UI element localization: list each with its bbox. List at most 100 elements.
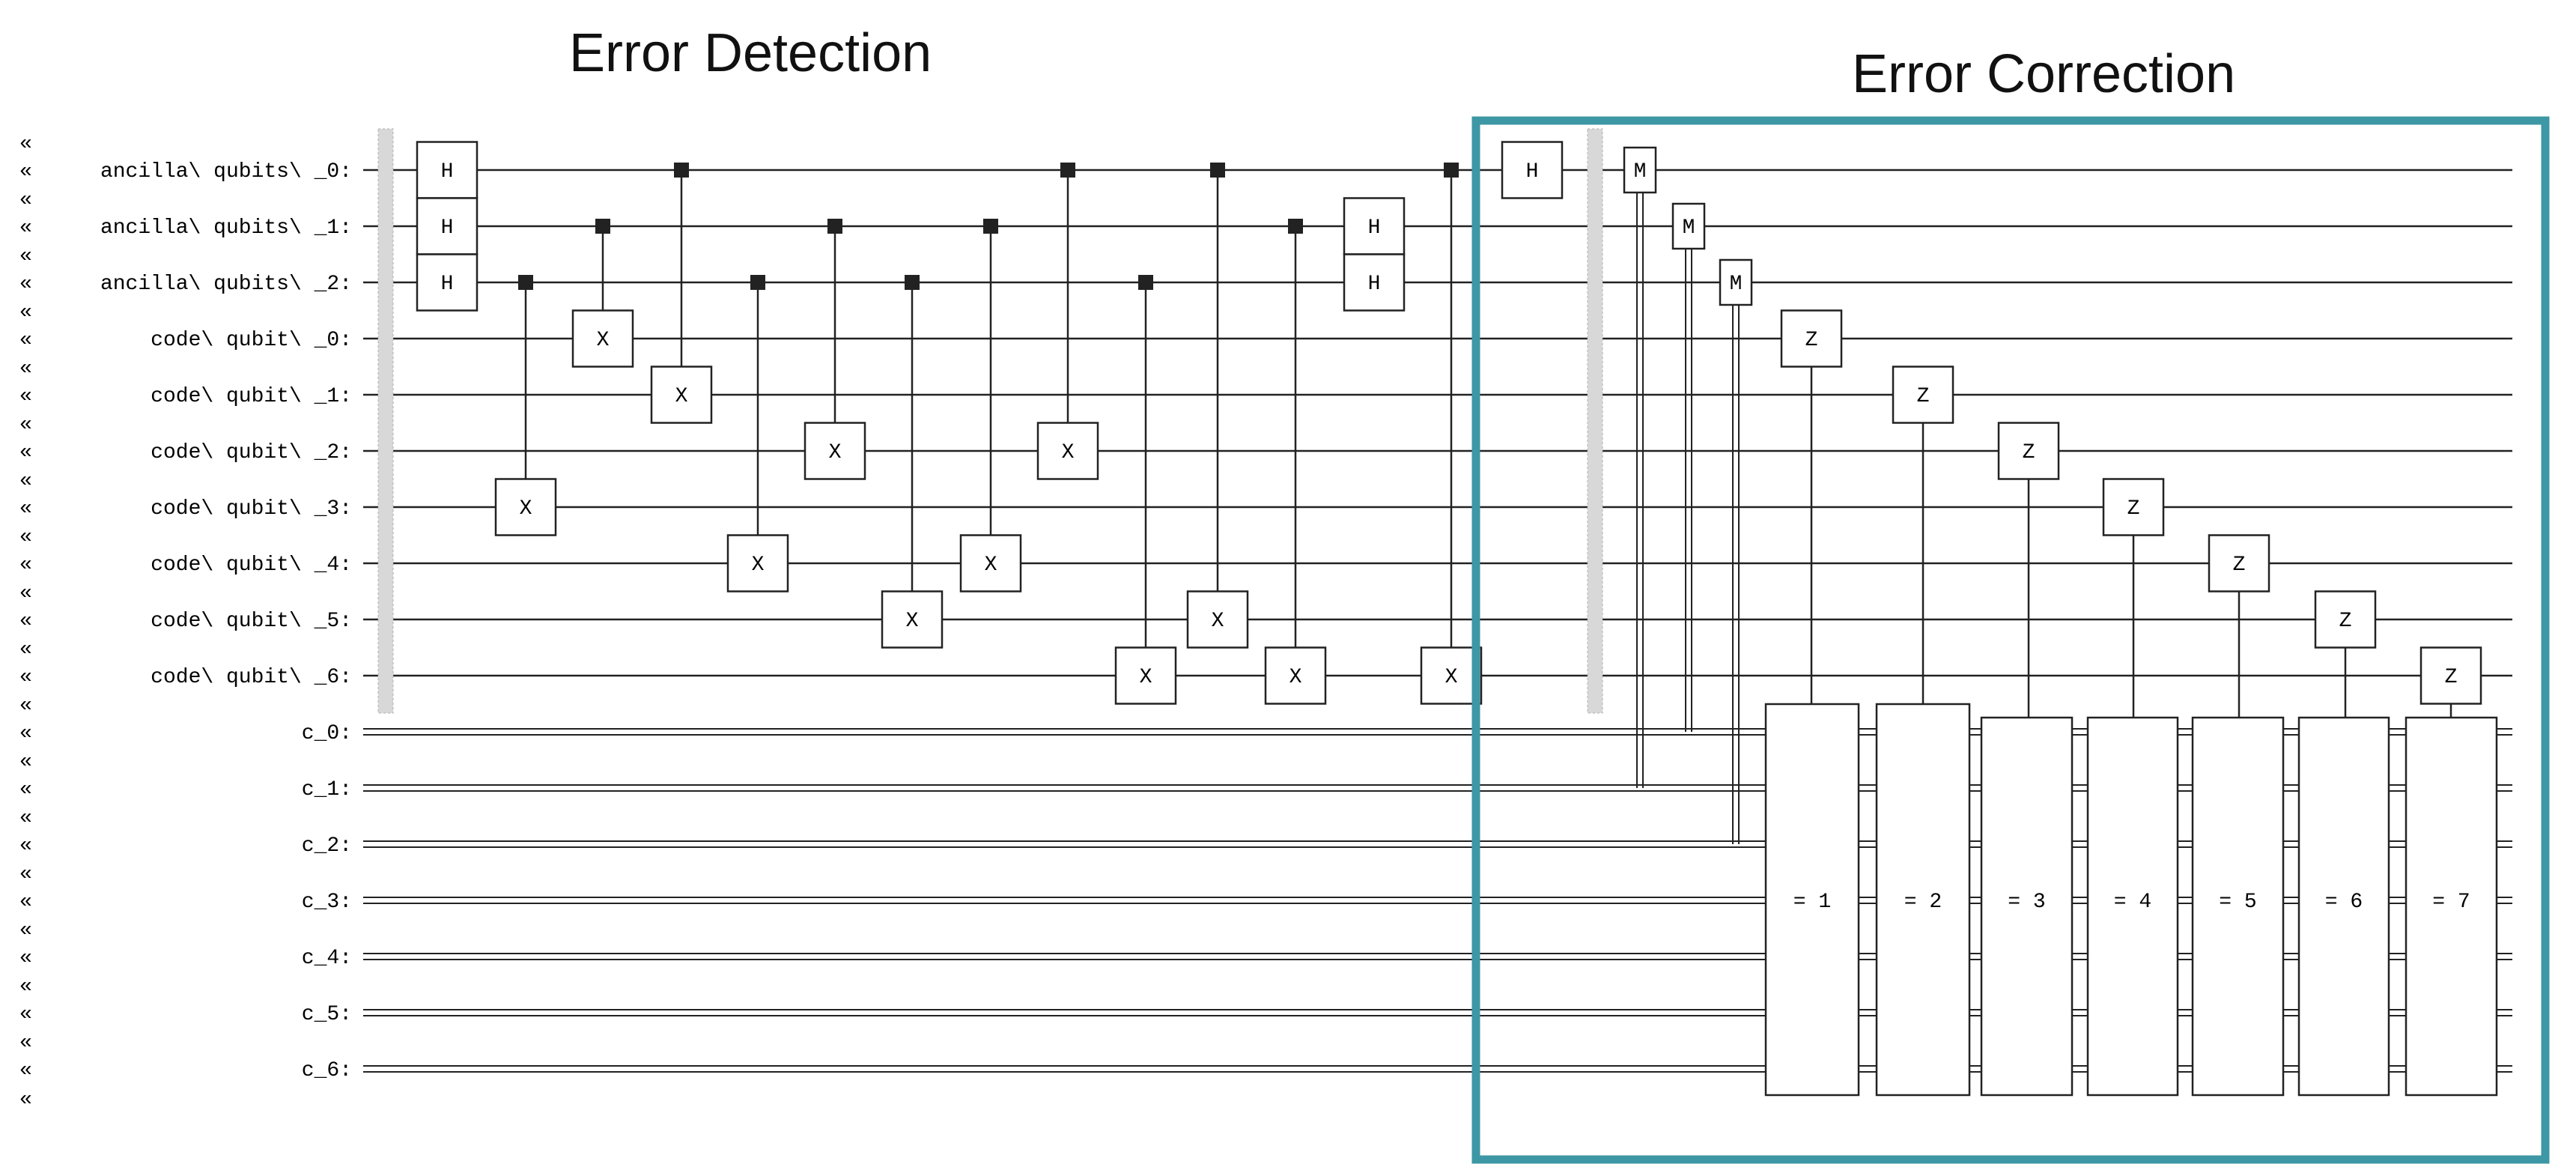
classical-condition-box [2405, 716, 2498, 1097]
z-correction-gate-box [1780, 309, 1843, 368]
classical-condition-box [2086, 716, 2179, 1097]
cnot-control-dot [595, 219, 610, 234]
hadamard-gate-box [1343, 253, 1406, 312]
hadamard-gate-box [1501, 141, 1564, 199]
cnot-control-dot [905, 275, 920, 290]
continuation-mark: « [19, 301, 32, 324]
wires-layer [363, 128, 2512, 1073]
classical-wire-label: c_5: [302, 1003, 352, 1026]
classical-condition-label: = 3 [2008, 891, 2045, 914]
quantum-wire-label: ancilla\ qubits\ _0: [100, 160, 352, 184]
cnot-target-gate-label: X [1062, 441, 1075, 464]
continuation-mark: « [19, 497, 32, 521]
z-correction-gate-label: Z [2023, 441, 2035, 464]
quantum-wire-label: code\ qubit\ _2: [151, 441, 352, 464]
cnot-target-gate-label: X [752, 554, 765, 577]
continuation-mark: « [19, 216, 32, 240]
z-correction-gate-label: Z [1917, 385, 1930, 408]
hadamard-gate-box [416, 141, 479, 199]
quantum-wire-label: code\ qubit\ _0: [151, 329, 352, 352]
measure-gate-box [1623, 146, 1657, 194]
cnot-target-gate-box [1114, 646, 1177, 705]
cnot-control-dot [750, 275, 765, 290]
continuation-mark: « [19, 1059, 32, 1082]
z-correction-gate-label: Z [2127, 497, 2140, 521]
continuation-mark: « [19, 1088, 32, 1112]
z-correction-gate-box [2419, 646, 2482, 705]
continuation-mark: « [19, 694, 32, 718]
continuation-mark: « [19, 329, 32, 352]
continuation-mark: « [19, 666, 32, 689]
cnot-control-dot [1060, 163, 1075, 178]
cnot-target-gate-box [1186, 590, 1249, 649]
hadamard-gate-box [416, 197, 479, 255]
classical-wire-label: c_2: [302, 834, 352, 858]
classical-condition-label: = 2 [1904, 891, 1942, 914]
cnot-target-gate-box [494, 478, 557, 536]
classical-condition-box [2297, 716, 2390, 1097]
classical-wire-label: c_3: [302, 891, 352, 914]
error-correction-highlight-frame [1471, 116, 2550, 1164]
measure-gate-label: M [1730, 273, 1743, 296]
cnot-control-dot [674, 163, 689, 178]
measure-gate-box [1719, 258, 1753, 306]
cnot-control-dot [1288, 219, 1303, 234]
continuation-mark: « [19, 357, 32, 381]
measure-gate-label: M [1634, 160, 1647, 184]
classical-condition-box [1875, 703, 1971, 1097]
continuation-mark: « [19, 470, 32, 493]
continuation-mark: « [19, 245, 32, 268]
classical-condition-label: = 1 [1793, 891, 1831, 914]
continuation-mark: « [19, 807, 32, 830]
continuation-mark: « [19, 1031, 32, 1055]
continuation-mark: « [19, 189, 32, 212]
cnot-target-gate-label: X [597, 329, 610, 352]
cnot-target-gate-label: X [985, 554, 997, 577]
continuation-mark: « [19, 160, 32, 184]
classical-condition-label: = 7 [2432, 891, 2470, 914]
z-correction-gate-box [2208, 534, 2270, 592]
continuation-mark: « [19, 751, 32, 774]
z-correction-gate-box [2314, 590, 2377, 649]
continuation-mark: « [19, 413, 32, 437]
cnot-control-dot [1210, 163, 1225, 178]
cnot-control-dot [1444, 163, 1459, 178]
classical-condition-label: = 5 [2219, 891, 2256, 914]
quantum-wire-label: ancilla\ qubits\ _1: [100, 216, 352, 240]
continuation-mark: « [19, 385, 32, 408]
continuation-mark: « [19, 975, 32, 998]
hadamard-gate-label: H [1368, 216, 1381, 240]
z-correction-gate-label: Z [2339, 610, 2352, 633]
cnot-target-gate-label: X [829, 441, 842, 464]
z-correction-gate-box [1997, 422, 2060, 480]
barrier [1587, 128, 1603, 714]
connectors-layer [524, 170, 2452, 844]
continuation-mark: « [19, 582, 32, 605]
hadamard-gate-label: H [441, 160, 454, 184]
quantum-wire-label: ancilla\ qubits\ _2: [100, 273, 352, 296]
quantum-wire-label: code\ qubit\ _5: [151, 610, 352, 633]
cnot-control-dot [827, 219, 842, 234]
cnot-target-gate-box [959, 534, 1022, 592]
cnot-target-gate-box [571, 309, 634, 368]
continuation-mark: « [19, 834, 32, 858]
cnot-target-gate-label: X [1445, 666, 1458, 689]
continuation-mark: « [19, 273, 32, 296]
cnot-control-dot [983, 219, 998, 234]
continuation-mark: « [19, 947, 32, 970]
z-correction-gate-box [2102, 478, 2165, 536]
quantum-wire-label: code\ qubit\ _3: [151, 497, 352, 521]
continuation-mark: « [19, 778, 32, 801]
classical-condition-box [2191, 716, 2285, 1097]
classical-wire-label: c_1: [302, 778, 352, 801]
continuation-mark: « [19, 526, 32, 549]
hadamard-gate-label: H [1526, 160, 1539, 184]
classical-condition-label: = 4 [2114, 891, 2151, 914]
classical-wire-label: c_0: [302, 722, 352, 745]
quantum-wire-label: code\ qubit\ _1: [151, 385, 352, 408]
classical-condition-label: = 6 [2325, 891, 2363, 914]
cnot-target-gate-box [1264, 646, 1327, 705]
continuation-mark: « [19, 441, 32, 464]
